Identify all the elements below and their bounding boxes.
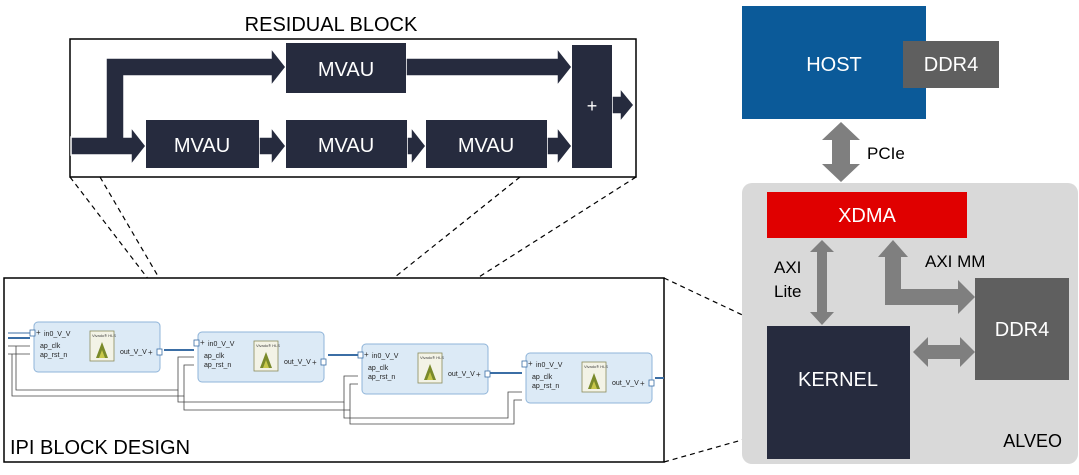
xdma-block (767, 192, 967, 238)
ipi-ip-1-rst-port: ap_rst_n (40, 352, 67, 359)
adder-block (572, 45, 612, 168)
adder-label: + (587, 96, 598, 116)
residual-block-title: RESIDUAL BLOCK (245, 14, 418, 36)
axi-lite-label-1: AXI (774, 258, 801, 277)
ipi-ip-2-badge: Vivado® HLS (256, 343, 280, 348)
alveo-ddr-block (975, 278, 1069, 380)
alveo-label: ALVEO (1003, 431, 1062, 451)
ipi-ip-4-clk-port: ap_clk (532, 374, 553, 381)
ipi-ip-3-out-port: out_V_V (448, 371, 475, 378)
ipi-ip-3-rst-port: ap_rst_n (368, 374, 395, 381)
ipi-ip-1-clk-port: ap_clk (40, 343, 61, 350)
ipi-ip-2-in-port: in0_V_V (208, 341, 235, 348)
axi-lite-arrow (810, 240, 834, 325)
ipi-ip-2-out-port: out_V_V (284, 359, 311, 366)
axi-mm-label: AXI MM (925, 252, 985, 271)
ipi-ip-1-in-port: in0_V_V (44, 331, 71, 338)
kernel-block (767, 326, 910, 459)
ipi-ip-1-badge: Vivado® HLS (92, 333, 116, 338)
ipi-ip-block-1[interactable]: in0_V_V ap_clk ap_rst_n out_V_V Vivado® … (29, 321, 163, 373)
ipi-ip-4-rst-port: ap_rst_n (532, 383, 559, 390)
kernel-ddr-arrow (913, 337, 975, 367)
ipi-block-design-title: IPI BLOCK DESIGN (10, 437, 190, 459)
mvau-block-2 (286, 120, 407, 168)
host-label: HOST (806, 54, 862, 76)
mvau-label-2: MVAU (318, 135, 374, 157)
mvau-block-1 (146, 120, 259, 168)
axi-mm-arrow (878, 240, 975, 314)
pcie-label: PCIe (867, 144, 905, 163)
host-ddr-label: DDR4 (924, 54, 978, 76)
ipi-ip-3-clk-port: ap_clk (368, 365, 389, 372)
ipi-ip-4-badge: Vivado® HLS (584, 364, 608, 369)
ipi-wires (8, 332, 664, 425)
kernel-label: KERNEL (798, 369, 878, 391)
ipi-ip-4-in-port: in0_V_V (536, 362, 563, 369)
mvau-block-3 (426, 120, 547, 168)
axi-lite-label-2: Lite (774, 282, 801, 301)
host-block (742, 6, 926, 119)
ipi-ip-4-out-port: out_V_V (612, 380, 639, 387)
residual-arrows (70, 45, 635, 168)
ipi-ip-block-2[interactable]: in0_V_V ap_clk ap_rst_n out_V_V Vivado® … (193, 331, 327, 383)
ipi-ip-block-3[interactable]: in0_V_V ap_clk ap_rst_n out_V_V Vivado® … (357, 343, 491, 395)
mvau-label-1: MVAU (174, 135, 230, 157)
mvau-label-top: MVAU (318, 59, 374, 81)
mvau-label-3: MVAU (458, 135, 514, 157)
mvau-block-top (286, 43, 406, 93)
pcie-arrow (822, 122, 860, 182)
ipi-ip-1-out-port: out_V_V (120, 349, 147, 356)
ipi-ip-2-rst-port: ap_rst_n (204, 362, 231, 369)
host-ddr-block (903, 41, 999, 88)
alveo-ddr-label: DDR4 (995, 319, 1049, 341)
ipi-ip-3-badge: Vivado® HLS (420, 355, 444, 360)
ipi-ip-3-in-port: in0_V_V (372, 353, 399, 360)
ipi-ip-block-4[interactable]: in0_V_V ap_clk ap_rst_n out_V_V Vivado® … (521, 352, 655, 404)
xdma-label: XDMA (838, 205, 896, 227)
ipi-ip-2-clk-port: ap_clk (204, 353, 225, 360)
